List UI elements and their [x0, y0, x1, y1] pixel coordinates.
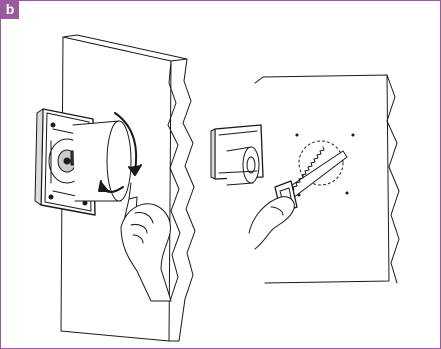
right-wall-panel	[255, 75, 399, 283]
hand-with-saw	[249, 147, 347, 249]
small-fan-unit	[211, 125, 263, 185]
